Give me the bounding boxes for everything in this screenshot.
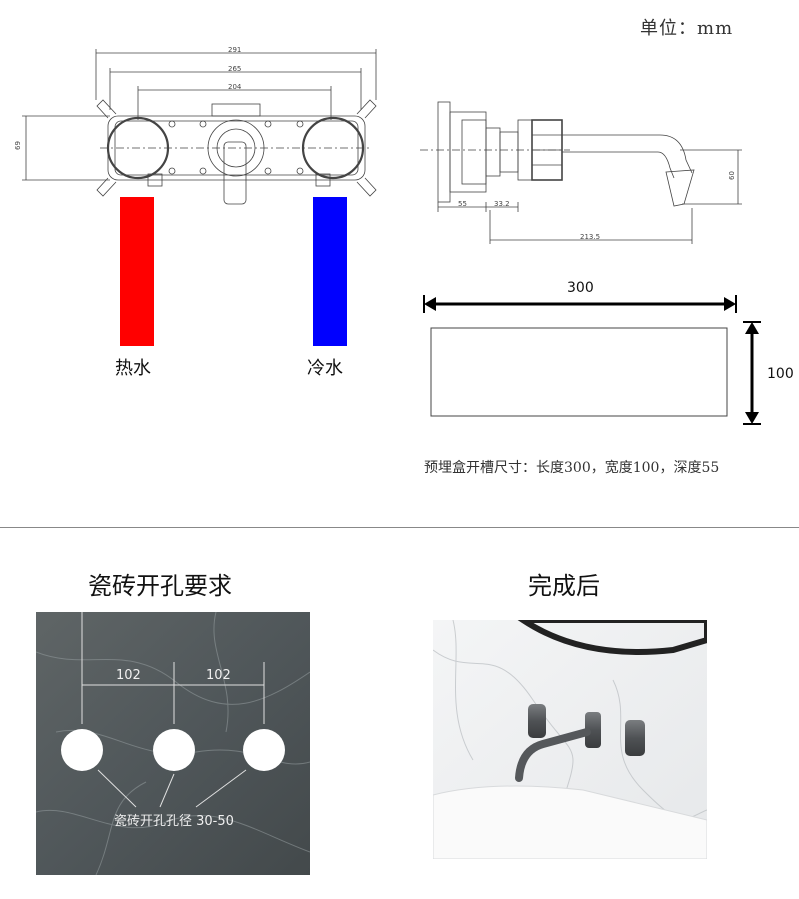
dim-60: 60	[728, 171, 736, 180]
dim-33-2: 33.2	[494, 200, 510, 208]
dim-213-5: 213.5	[580, 233, 600, 241]
spacing-left-label: 102	[116, 668, 141, 683]
spout-base	[585, 712, 601, 748]
section-divider	[0, 527, 799, 528]
front-view-drawing: 291 265 204 69	[14, 46, 377, 205]
finished-photo	[433, 620, 707, 859]
cold-water-pipe	[313, 197, 347, 346]
dim-69: 69	[14, 141, 22, 150]
dim-265: 265	[228, 65, 241, 73]
side-view-drawing: 55 33.2 213.5 60	[420, 101, 742, 244]
box-outline	[430, 327, 728, 417]
tile-hole-right	[243, 729, 285, 771]
basin	[433, 785, 707, 859]
dim-55: 55	[458, 200, 467, 208]
handle-right	[625, 720, 645, 756]
dim-291: 291	[228, 46, 241, 54]
tile-hole-left	[61, 729, 103, 771]
spout	[515, 728, 591, 782]
box-height-label: 100	[767, 366, 794, 382]
handle-left	[528, 704, 546, 738]
spacing-right-label: 102	[206, 668, 231, 683]
hot-water-label: 热水	[115, 358, 151, 379]
dim-204: 204	[228, 83, 242, 91]
box-note: 预埋盒开槽尺寸：长度300，宽度100，深度55	[424, 460, 720, 476]
hole-caption: 瓷砖开孔孔径 30-50	[114, 814, 234, 829]
unit-label: 单位：mm	[640, 18, 734, 39]
tile-hole-center	[153, 729, 195, 771]
mirror-frame	[517, 620, 707, 655]
hot-water-pipe	[120, 197, 154, 346]
embedded-box-diagram	[423, 295, 761, 425]
cold-water-label: 冷水	[307, 358, 343, 379]
finished-section-title: 完成后	[528, 572, 600, 600]
tile-section-title: 瓷砖开孔要求	[88, 572, 232, 600]
tile-hole-diagram: 102 102 瓷砖开孔孔径 30-50	[36, 612, 310, 875]
box-width-label: 300	[567, 280, 594, 296]
